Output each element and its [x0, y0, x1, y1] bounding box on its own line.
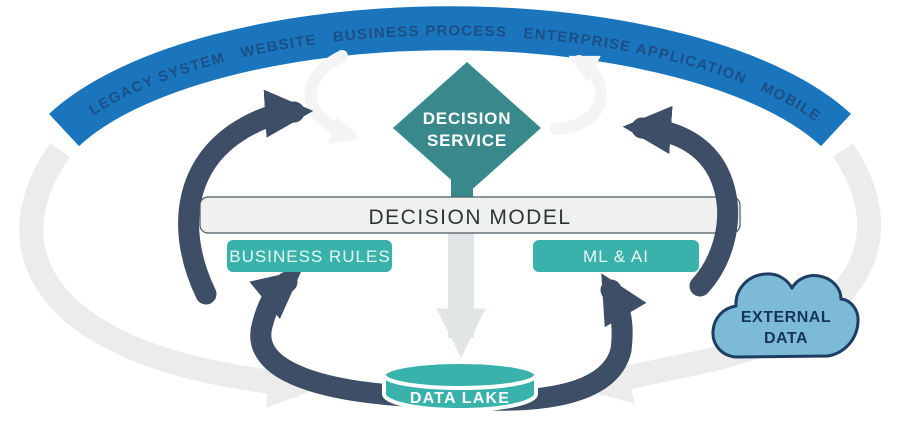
ml-ai-label: ML & AI [583, 247, 649, 266]
ml-ai-box [533, 240, 699, 272]
business-rules-box [227, 240, 392, 272]
external-data-label-line1: EXTERNAL [741, 309, 831, 326]
decision-model-bar [199, 196, 741, 234]
dark-arrow-businessrules-to-service [178, 89, 314, 305]
decision-model-label: DECISION MODEL [368, 206, 571, 229]
business-rules-label: BUSINESS RULES [229, 247, 390, 266]
decision-service-diamond [393, 62, 541, 194]
decision-service-label-line1: DECISION [423, 109, 512, 128]
gray-loop-left-arrow [19, 143, 322, 409]
decision-service-label-line2: SERVICE [427, 131, 507, 150]
external-data-cloud: EXTERNAL DATA [711, 272, 860, 359]
external-data-label-line2: DATA [764, 330, 808, 347]
dark-arrow-datalake-to-businessrules [249, 269, 441, 408]
dark-arrow-datalake-to-mlai [479, 273, 647, 411]
dark-arrow-mlai-to-service [622, 105, 739, 297]
white-arrow-channels-to-service [304, 50, 361, 144]
data-lake-cylinder: DATA LAKE [382, 360, 538, 412]
channels-band-arc [49, 6, 851, 147]
white-arrow-service-to-channels [550, 55, 607, 135]
data-lake-label: DATA LAKE [410, 390, 510, 407]
